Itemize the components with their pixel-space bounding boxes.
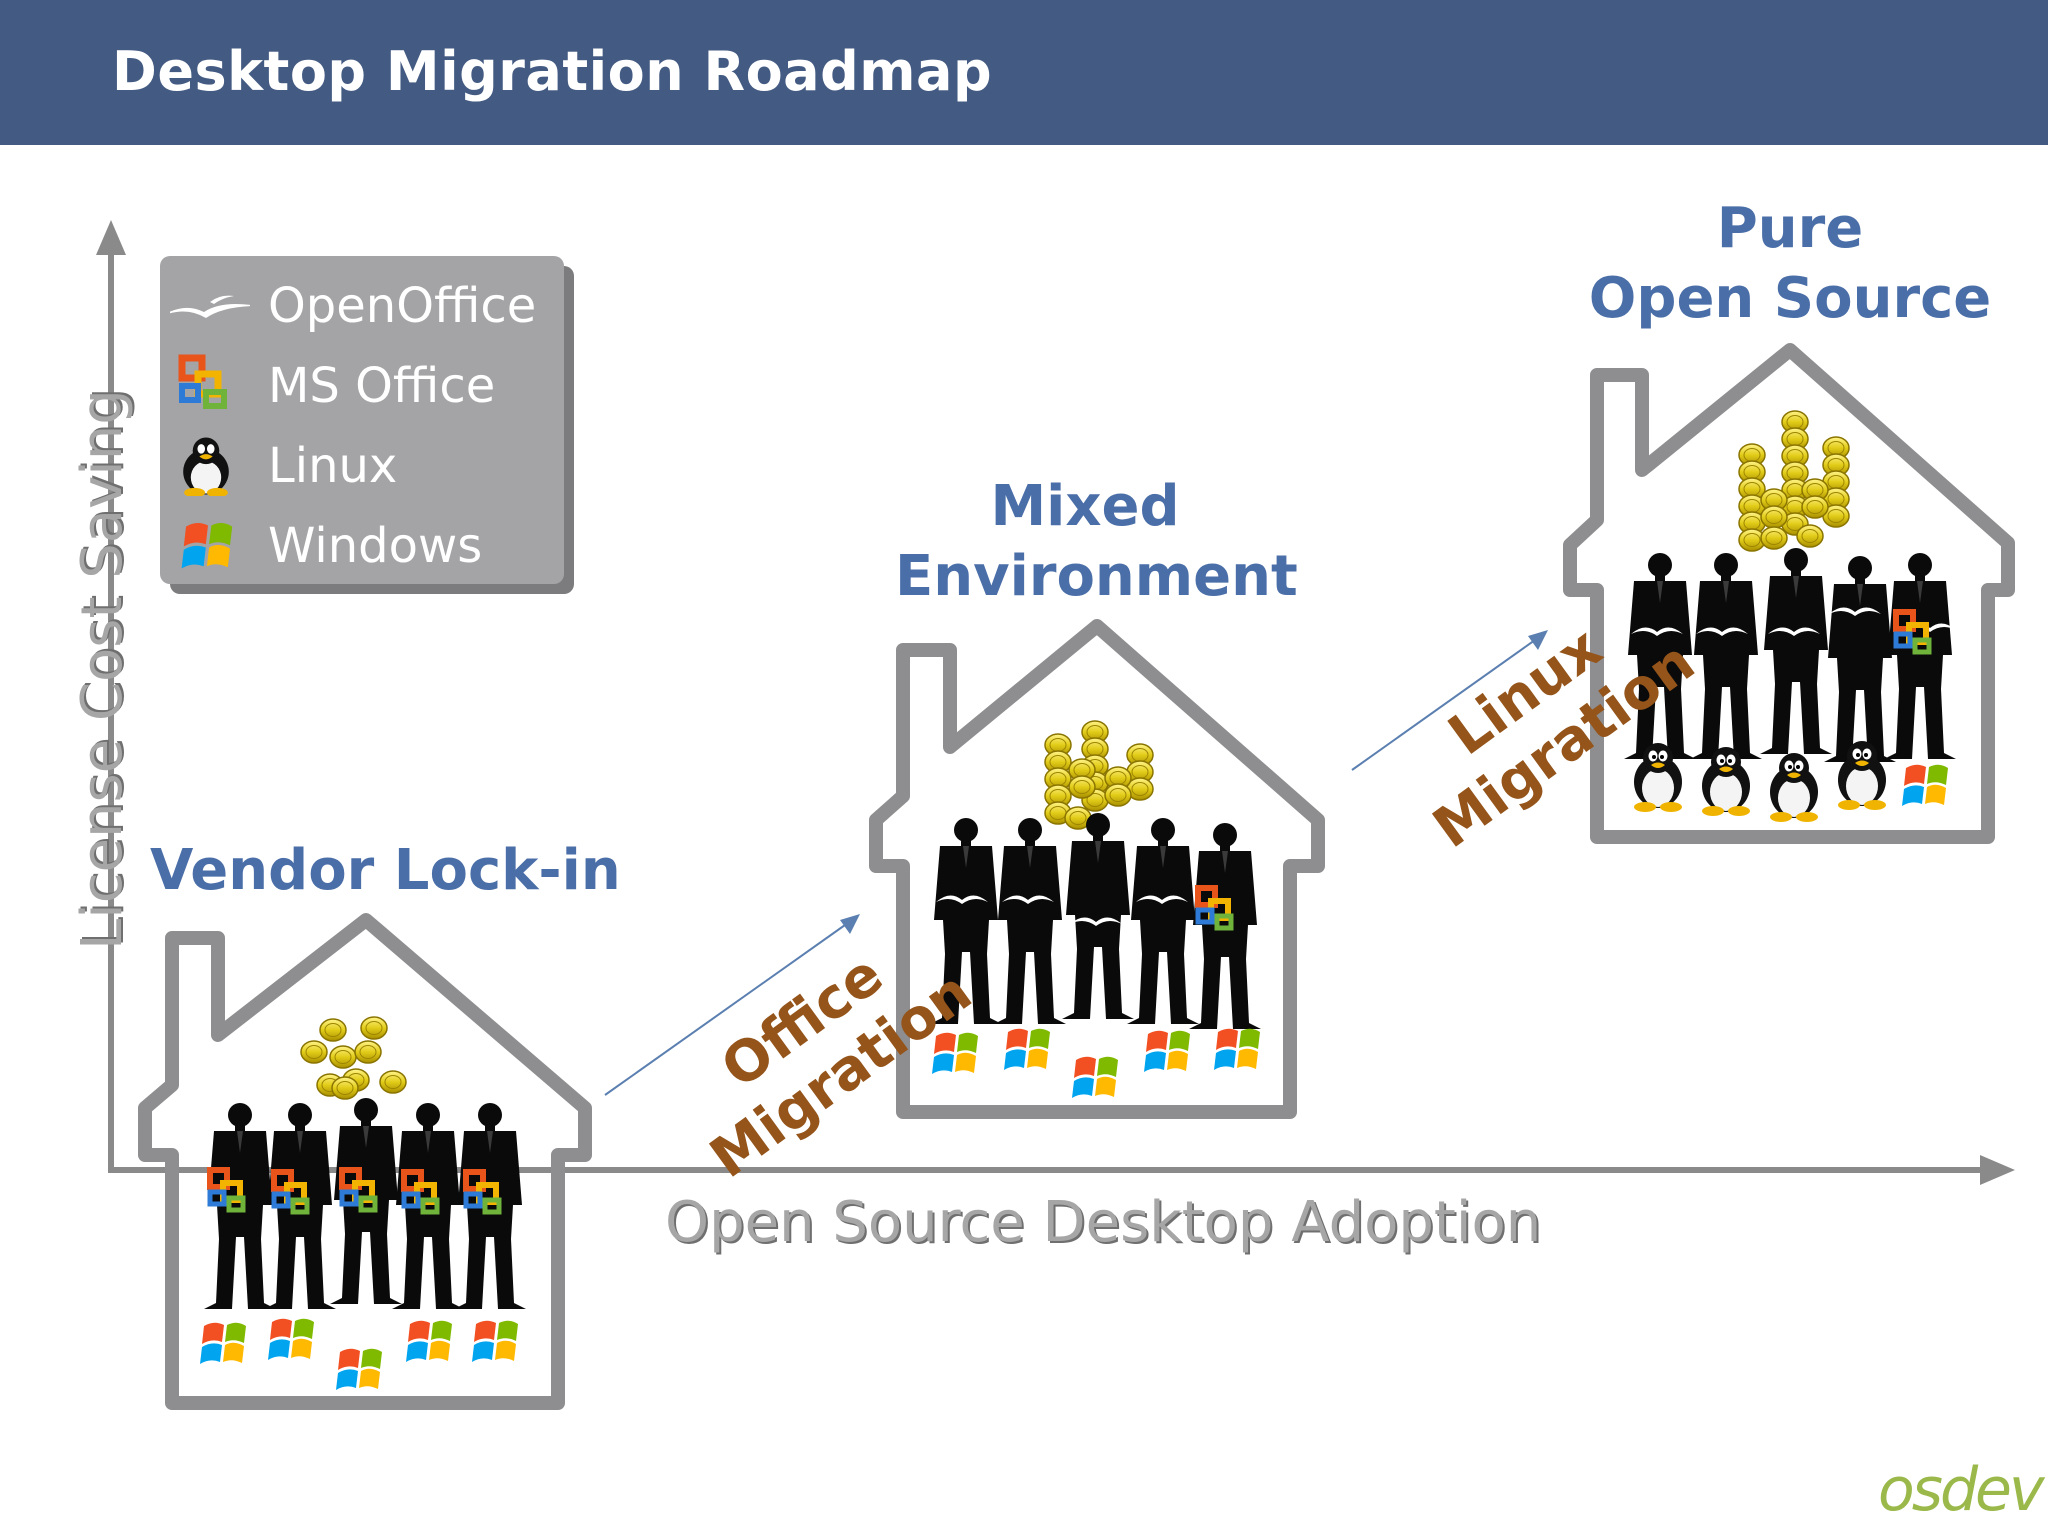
- coin-pile: [300, 1016, 407, 1100]
- office-migration-arrow: [604, 914, 860, 1096]
- stage-title-line: Open Source: [1588, 266, 1992, 331]
- legend-item-windows: Windows: [160, 508, 564, 578]
- x-axis-label: Open Source Desktop Adoption: [665, 1190, 1542, 1255]
- slide-title: Desktop Migration Roadmap: [112, 40, 993, 103]
- legend-item-openoffice: OpenOffice: [160, 268, 564, 338]
- stage-title-line: Mixed: [990, 474, 1180, 539]
- legend-label: OpenOffice: [268, 278, 537, 334]
- y-axis-label: License Cost Saving: [70, 389, 135, 950]
- windows-flag-icon: [181, 523, 233, 569]
- osdev-logo: osdev: [1878, 1455, 2044, 1525]
- stage-title-line: Vendor Lock-in: [150, 838, 621, 903]
- legend-label: MS Office: [268, 358, 496, 414]
- stage-title-line: Environment: [895, 544, 1298, 609]
- windows-flags: [1902, 764, 1948, 806]
- stage-title-pure-open-source: Pure Open Source: [1585, 194, 1995, 334]
- ms-office-icon: [178, 354, 227, 409]
- legend-label: Windows: [268, 518, 483, 574]
- house-mixed-environment: [869, 619, 1325, 1119]
- stage-title-vendor-lock-in: Vendor Lock-in: [150, 836, 621, 906]
- windows-flags: [200, 1318, 518, 1390]
- tux-penguin-icon: [183, 437, 229, 496]
- coin-pile: [1044, 720, 1154, 830]
- legend-item-ms-office: MS Office: [160, 348, 564, 418]
- house-vendor-lock-in: [138, 913, 592, 1410]
- house-pure-open-source: [1563, 343, 2015, 844]
- slide-header: Desktop Migration Roadmap: [0, 0, 2048, 145]
- linux-migration-arrow: [1351, 630, 1548, 771]
- openoffice-gull-icon: [170, 295, 250, 318]
- windows-flags: [932, 1028, 1260, 1098]
- coin-pile: [1738, 410, 1850, 552]
- stage-title-line: Pure: [1716, 196, 1864, 261]
- legend-label: Linux: [268, 438, 398, 494]
- legend-box: OpenOffice MS Office Linux: [160, 256, 564, 584]
- stage-title-mixed-environment: Mixed Environment: [895, 472, 1298, 612]
- legend-item-linux: Linux: [160, 428, 564, 498]
- y-axis: [96, 220, 126, 1170]
- tux-penguins: [1634, 741, 1886, 822]
